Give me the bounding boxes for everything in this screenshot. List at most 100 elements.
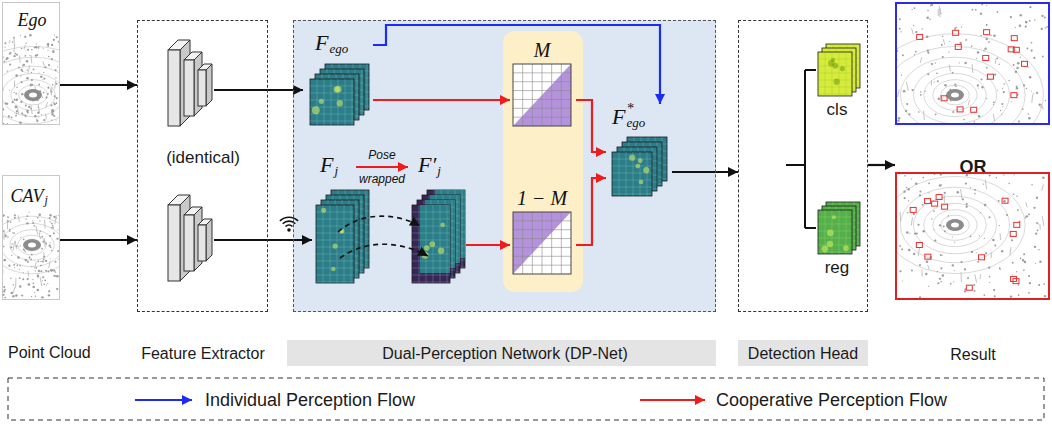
scan-point	[977, 261, 979, 263]
block-front	[168, 205, 180, 281]
scan-point	[50, 258, 51, 259]
grid-line	[513, 247, 571, 248]
scan-streak	[961, 272, 962, 282]
scan-point	[926, 16, 929, 19]
scan-point	[31, 72, 32, 73]
scan-point	[42, 260, 44, 262]
scan-point	[970, 235, 972, 237]
scan-point	[1025, 217, 1027, 219]
scan-point	[43, 119, 45, 121]
scan-point	[38, 84, 40, 86]
block-side	[206, 64, 212, 106]
block-front	[184, 60, 194, 116]
scan-point	[930, 4, 933, 6]
scan-point	[14, 99, 16, 101]
scan-point	[944, 230, 946, 232]
scan-point	[980, 13, 982, 15]
warp-arrow	[340, 244, 428, 258]
scan-streak	[14, 45, 16, 53]
scan-point	[899, 28, 901, 30]
scan-point	[43, 72, 44, 73]
scan-point	[925, 91, 926, 92]
scan-streak	[51, 87, 52, 93]
scan-point	[10, 221, 12, 223]
scan-point	[983, 294, 985, 296]
scan-streak	[35, 262, 37, 269]
scan-point	[3, 89, 4, 90]
scan-point	[1001, 113, 1002, 114]
scan-point	[976, 58, 977, 59]
scan-point	[1023, 84, 1025, 86]
mask-ground	[513, 212, 571, 274]
node-label: 1 − M	[517, 186, 567, 210]
flow-arrow	[60, 84, 137, 86]
scan-streak	[1042, 216, 1044, 226]
grid-line	[412, 261, 450, 262]
scan-point	[51, 119, 52, 120]
scan-point	[899, 18, 901, 20]
edge-label: Pose wrapped	[359, 143, 405, 191]
scan-point	[948, 51, 949, 52]
block-front	[184, 215, 194, 271]
scan-point	[1002, 88, 1003, 89]
grid-line	[462, 190, 463, 268]
feature-map: F*ego	[606, 104, 672, 198]
scan-point	[7, 123, 8, 124]
scan-point	[918, 111, 920, 113]
scan-point	[56, 102, 58, 104]
scan-point	[985, 252, 987, 254]
scan-point	[928, 182, 930, 184]
scan-point	[1039, 260, 1041, 262]
scan-point	[41, 271, 42, 272]
scan-point	[1034, 207, 1036, 209]
activation	[424, 245, 430, 251]
scan-point	[952, 111, 954, 113]
scan-point	[998, 63, 1000, 65]
scan-point	[36, 119, 37, 120]
caption-text: Point Cloud	[8, 340, 91, 366]
scan-point	[988, 41, 990, 43]
detected-box	[1010, 231, 1016, 236]
activation	[840, 66, 845, 71]
scan-point	[29, 257, 31, 259]
scan-point	[905, 110, 907, 112]
detected-box	[942, 204, 948, 209]
sensor-hole	[29, 93, 37, 98]
scan-point	[28, 211, 29, 212]
scan-point	[1023, 269, 1025, 271]
legend-frame	[8, 378, 1044, 420]
scan-point	[1003, 174, 1004, 175]
scan-point	[10, 292, 13, 295]
scan-point	[959, 62, 960, 63]
scan-ring	[18, 235, 47, 255]
scan-point	[974, 189, 976, 191]
scan-point	[941, 255, 942, 256]
scan-point	[49, 221, 50, 222]
layer-face	[818, 52, 852, 96]
scan-streak	[17, 106, 18, 114]
scan-point	[45, 270, 47, 272]
scan-point	[911, 270, 913, 272]
scan-point	[51, 44, 53, 46]
scan-point	[1013, 64, 1015, 66]
scan-point	[1035, 263, 1036, 264]
grid-line	[412, 254, 450, 255]
scan-streak	[911, 217, 912, 225]
grid-line	[551, 212, 552, 274]
detected-box	[925, 254, 931, 259]
scan-point	[23, 239, 25, 241]
scan-point	[974, 121, 975, 122]
scan-point	[942, 36, 944, 38]
scan-point	[1039, 104, 1041, 106]
scan-ring	[913, 66, 996, 123]
scan-point	[4, 297, 6, 299]
scan-point	[20, 35, 21, 36]
scan-point	[3, 215, 5, 217]
scan-point	[1034, 246, 1036, 248]
output-map: reg	[812, 198, 864, 282]
scan-streak	[995, 58, 996, 64]
detected-box	[1011, 93, 1017, 98]
scan-streak	[40, 277, 42, 286]
grid-line	[412, 212, 450, 213]
scan-ring	[3, 57, 59, 124]
